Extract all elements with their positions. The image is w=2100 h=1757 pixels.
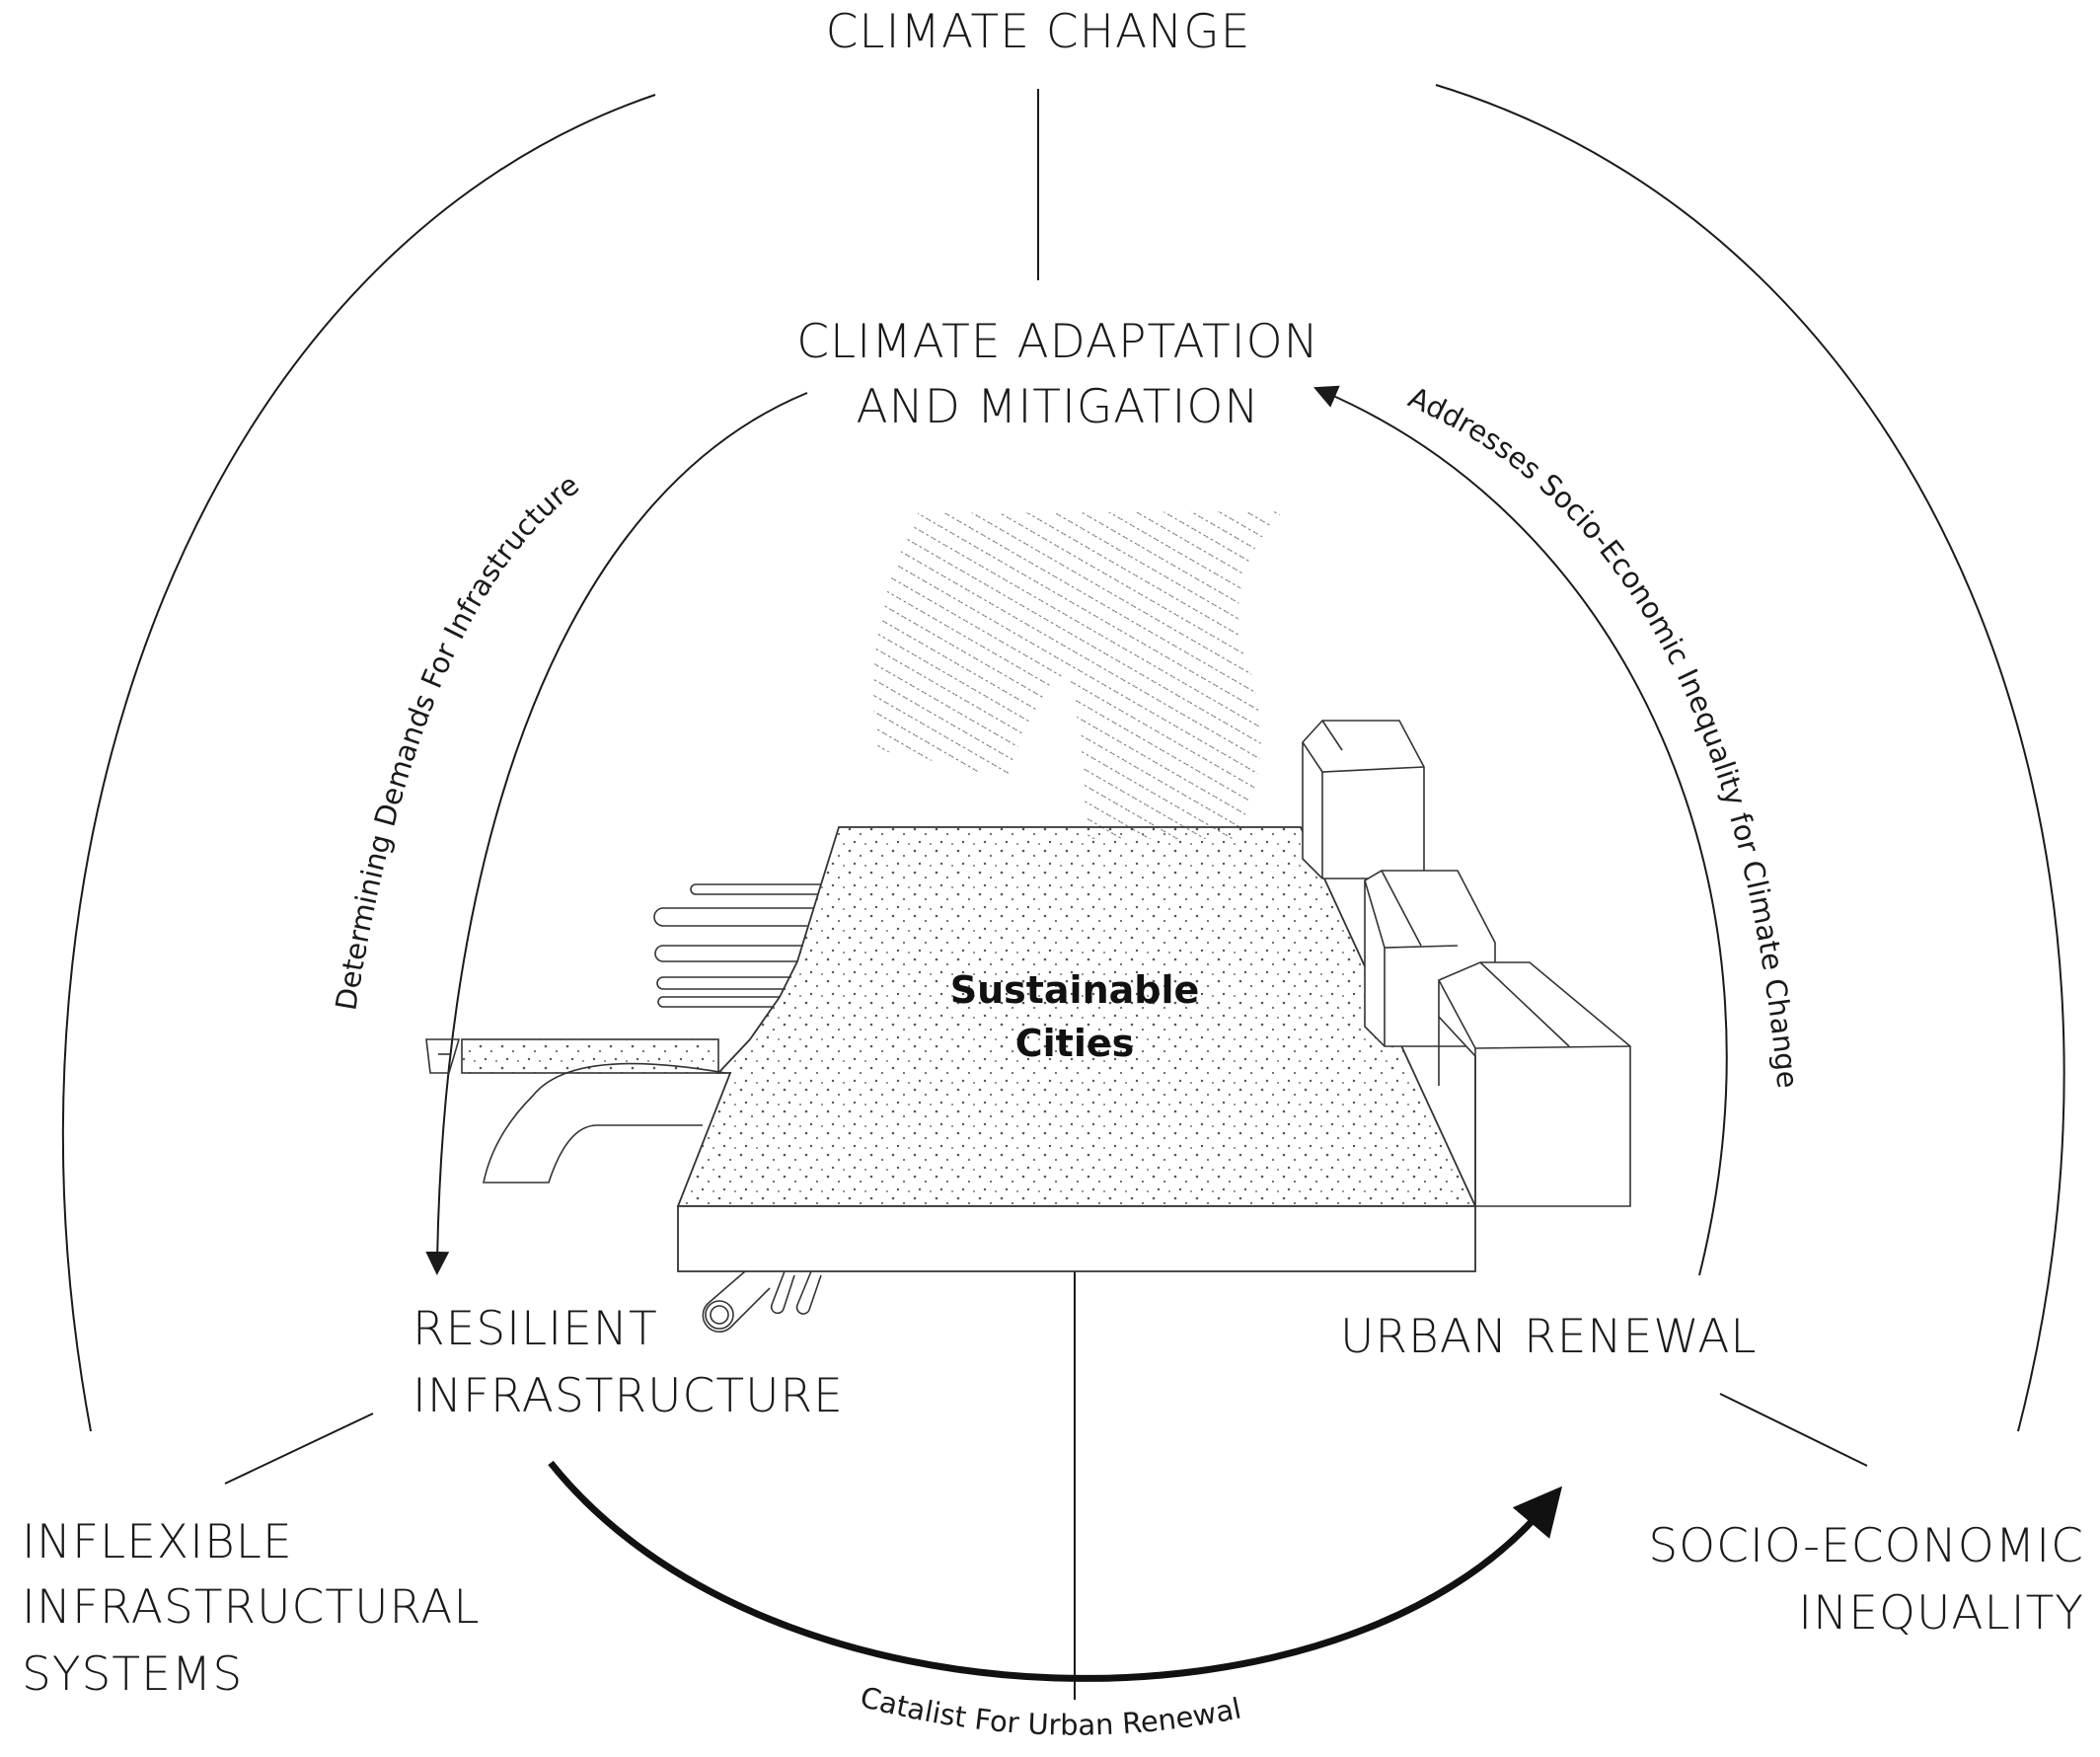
outer-arc-right	[1435, 84, 2065, 1432]
label-climate-adaptation-2: AND MITIGATION	[856, 380, 1259, 434]
arrow-catalist-urban-renewal	[548, 1460, 1563, 1682]
outer-arc-left	[61, 94, 656, 1432]
pipes-under	[702, 1270, 822, 1333]
green-strip	[425, 1038, 719, 1074]
sustainable-city-illustration: Sustainable Cities	[425, 511, 1631, 1333]
connector-inflexible	[224, 1413, 374, 1485]
pipes-left	[653, 883, 821, 1008]
label-climate-adaptation-1: CLIMATE ADAPTATION	[796, 315, 1319, 369]
label-urban-renewal: URBAN RENEWAL	[1340, 1310, 1758, 1364]
hatched-air-shape	[873, 511, 1283, 839]
label-catalist: Catalist For Urban Renewal	[857, 1680, 1243, 1742]
city-slab-front	[677, 1205, 1476, 1272]
label-determining-demands: Determining Demands For Infrastructure	[329, 468, 585, 1013]
label-climate-change: CLIMATE CHANGE	[826, 5, 1251, 59]
label-sustainable: Sustainable	[950, 968, 1200, 1012]
connector-socio	[1719, 1393, 1868, 1467]
label-inflexible-2: INFRASTRUCTURAL	[22, 1580, 481, 1635]
arrow-determining-demands	[425, 392, 808, 1275]
curved-ramp	[483, 1062, 726, 1184]
label-cities: Cities	[1015, 1022, 1135, 1065]
label-inflexible-3: SYSTEMS	[22, 1647, 243, 1702]
arrow-addresses-inequality	[1312, 385, 1728, 1276]
label-socio-1: SOCIO-ECONOMIC	[1648, 1519, 2084, 1573]
label-resilient-1: RESILIENT	[412, 1302, 658, 1356]
label-inflexible-1: INFLEXIBLE	[22, 1515, 293, 1569]
label-resilient-2: INFRASTRUCTURE	[412, 1369, 844, 1423]
label-socio-2: INEQUALITY	[1798, 1586, 2084, 1641]
city-slab-top	[676, 826, 1477, 1207]
buildings	[1302, 720, 1631, 1207]
